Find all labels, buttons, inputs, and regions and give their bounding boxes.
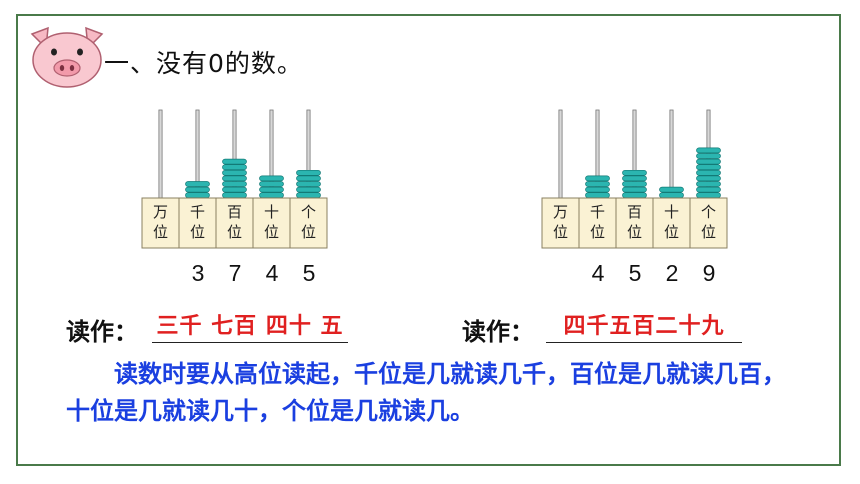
bead-hundreds: [222, 158, 247, 165]
digit-ones: 5: [302, 260, 316, 286]
place-cell-ten-thousands: [141, 197, 180, 249]
bead-hundreds: [222, 192, 247, 199]
bead-ones: [696, 175, 721, 182]
bead-hundreds: [622, 181, 647, 187]
digit-thousands: 3: [191, 260, 205, 286]
place-label-ten-thousands: 万: [153, 203, 168, 221]
place-label-ones: 位: [301, 223, 316, 241]
bead-thousands: [185, 186, 210, 193]
read-label-right: 读作：: [462, 318, 534, 346]
bead-ones: [296, 175, 321, 182]
bead-hundreds: [222, 181, 247, 187]
bead-ones: [296, 181, 321, 187]
place-label-hundreds: 位: [227, 223, 242, 241]
place-cell-tens: [652, 197, 691, 249]
bead-thousands: [185, 181, 210, 187]
bead-ones: [696, 192, 721, 199]
bead-thousands: [585, 175, 610, 182]
bead-hundreds: [222, 175, 247, 182]
place-label-thousands: 千: [590, 203, 605, 221]
bead-tens: [659, 186, 684, 193]
place-label-ones: 位: [701, 223, 716, 241]
section-heading: 一、没有0的数。: [104, 49, 303, 78]
place-label-hundreds: 位: [627, 223, 642, 241]
bead-thousands: [185, 192, 210, 199]
place-label-thousands: 位: [590, 223, 605, 241]
bead-tens: [659, 192, 684, 199]
digits-left: 3 7 4 5: [140, 260, 340, 288]
bead-ones: [696, 153, 721, 159]
bead-ones: [696, 169, 721, 176]
place-label-tens: 十: [664, 203, 679, 221]
read-answer-left: 三千 七百 四十 五: [152, 308, 348, 343]
bead-ones: [696, 186, 721, 193]
bead-tens: [259, 181, 284, 187]
bead-tens: [259, 186, 284, 193]
bead-ones: [696, 164, 721, 171]
bead-ones: [696, 147, 721, 154]
bead-hundreds: [222, 164, 247, 171]
read-answer-right: 四千五百二十九: [546, 308, 742, 343]
place-cell-ten-thousands: [541, 197, 580, 249]
place-label-hundreds: 百: [627, 203, 642, 221]
bead-hundreds: [222, 169, 247, 176]
reading-rule-text: 读数时要从高位读起，千位是几就读几千，百位是几就读几百，十位是几就读几十，个位是…: [66, 356, 796, 430]
bead-thousands: [585, 186, 610, 193]
bead-thousands: [585, 181, 610, 187]
place-label-ten-thousands: 位: [553, 223, 568, 241]
place-label-tens: 位: [264, 223, 279, 241]
rod-tens: [669, 109, 674, 199]
bead-hundreds: [622, 169, 647, 176]
rod-ten-thousands: [158, 109, 163, 199]
read-label-left: 读作：: [66, 318, 138, 346]
bead-tens: [259, 175, 284, 182]
place-cell-hundreds: [215, 197, 254, 249]
place-cell-ones: [289, 197, 328, 249]
bead-hundreds: [622, 186, 647, 193]
bead-ones: [696, 158, 721, 165]
place-label-thousands: 位: [190, 223, 205, 241]
place-label-ten-thousands: 位: [153, 223, 168, 241]
digit-tens: 2: [665, 260, 679, 286]
place-label-tens: 位: [664, 223, 679, 241]
digit-thousands: 4: [591, 260, 605, 286]
bead-hundreds: [622, 192, 647, 199]
bead-hundreds: [222, 186, 247, 193]
place-label-hundreds: 百: [227, 203, 242, 221]
place-label-ten-thousands: 万: [553, 203, 568, 221]
bead-ones: [296, 169, 321, 176]
place-label-ones: 个: [701, 203, 716, 221]
slide-frame: [16, 14, 841, 466]
place-cell-thousands: [578, 197, 617, 249]
bead-thousands: [585, 192, 610, 199]
pig-face-icon: [30, 26, 104, 88]
place-cell-hundreds: [615, 197, 654, 249]
digit-tens: 4: [265, 260, 279, 286]
place-label-thousands: 千: [190, 203, 205, 221]
bead-tens: [259, 192, 284, 199]
rod-ten-thousands: [558, 109, 563, 199]
bead-ones: [296, 192, 321, 199]
place-cell-tens: [252, 197, 291, 249]
bead-hundreds: [622, 175, 647, 182]
digit-hundreds: 7: [228, 260, 242, 286]
place-cell-ones: [689, 197, 728, 249]
bead-ones: [696, 181, 721, 187]
place-label-ones: 个: [301, 203, 316, 221]
place-label-tens: 十: [264, 203, 279, 221]
digit-ones: 9: [702, 260, 716, 286]
digits-right: 4 5 2 9: [540, 260, 740, 288]
digit-hundreds: 5: [628, 260, 642, 286]
bead-ones: [296, 186, 321, 193]
reading-rule: 读数时要从高位读起，千位是几就读几千，百位是几就读几百，十位是几就读几十，个位是…: [66, 360, 786, 425]
